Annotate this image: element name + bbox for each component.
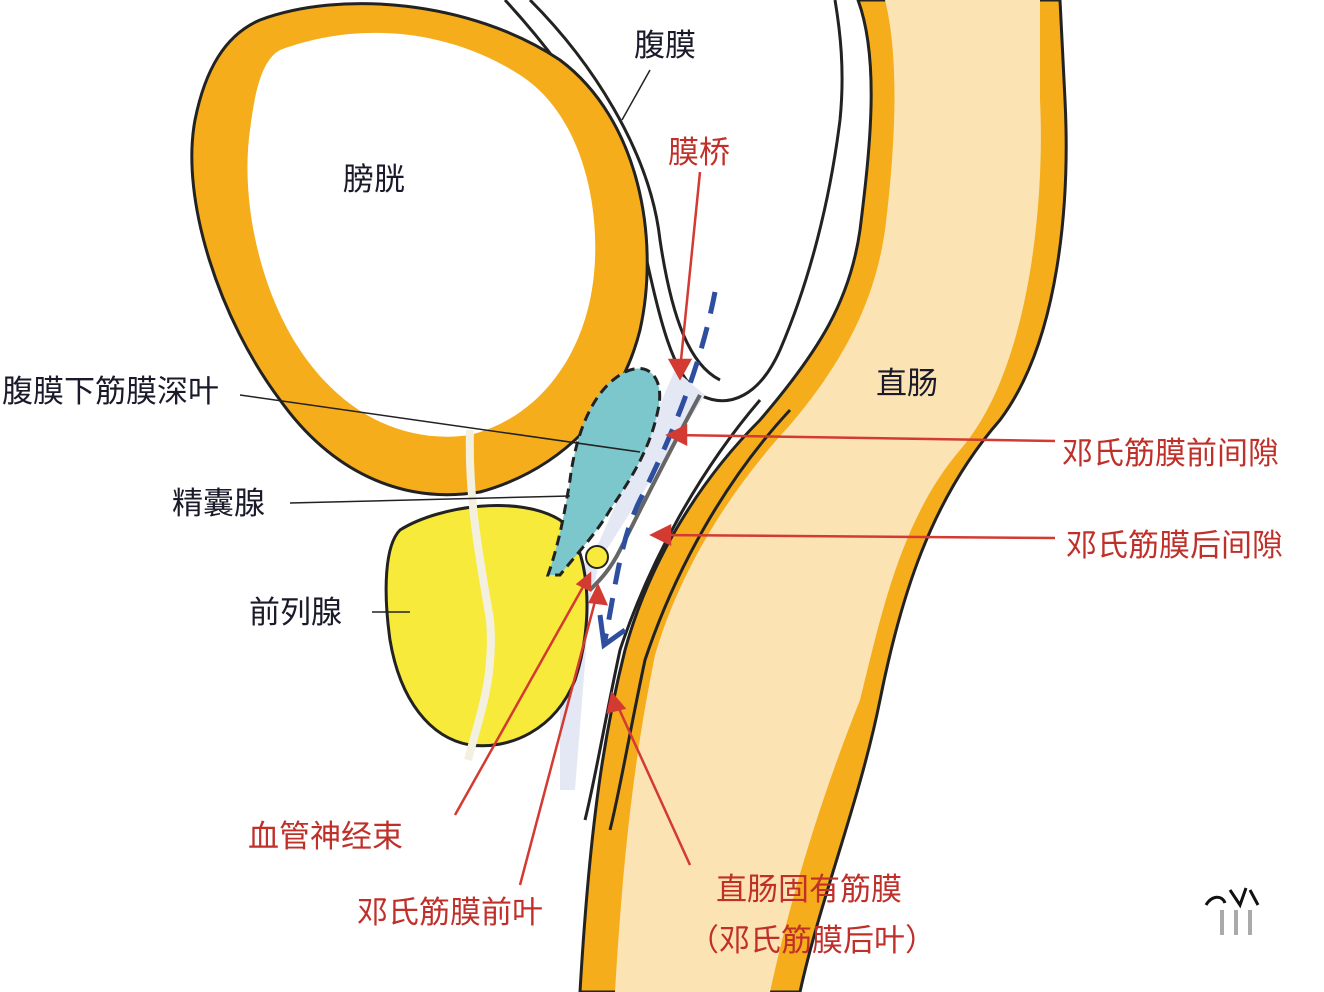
fascia-lines (583, 399, 762, 821)
label-deep-subperitoneal-fascia: 腹膜下筋膜深叶 (2, 374, 219, 410)
rectum-lumen (615, 0, 1041, 992)
bladder-lumen (247, 32, 596, 437)
urethra (464, 429, 495, 761)
label-membrane-bridge: 膜桥 (668, 135, 730, 171)
label-rectal-proper-fascia: 直肠固有筋膜 (716, 872, 902, 908)
red-pointers (453, 171, 1056, 886)
signature-mark (1204, 887, 1260, 935)
label-denonvilliers-anterior-layer: 邓氏筋膜前叶 (357, 895, 543, 931)
label-seminal-vesicle: 精囊腺 (172, 486, 265, 522)
arrowhead-icon (597, 614, 627, 650)
peritoneum-outer-line (528, 0, 721, 382)
leader-lines (239, 69, 651, 613)
label-anterior-space: 邓氏筋膜前间隙 (1062, 436, 1279, 472)
dissection-path-arrow (602, 291, 718, 641)
label-rectum: 直肠 (876, 366, 938, 402)
fascia-line-2 (608, 408, 792, 831)
seminal-vesicle (545, 366, 662, 577)
label-prostate: 前列腺 (249, 595, 342, 631)
label-denonvilliers-posterior-layer: （邓氏筋膜后叶） (688, 923, 936, 959)
neurovascular-bundle (585, 545, 609, 569)
label-neurovascular-bundle: 血管神经束 (248, 819, 403, 855)
label-bladder: 膀胱 (343, 162, 405, 198)
label-peritoneum: 腹膜 (634, 28, 696, 64)
label-posterior-space: 邓氏筋膜后间隙 (1066, 528, 1283, 564)
